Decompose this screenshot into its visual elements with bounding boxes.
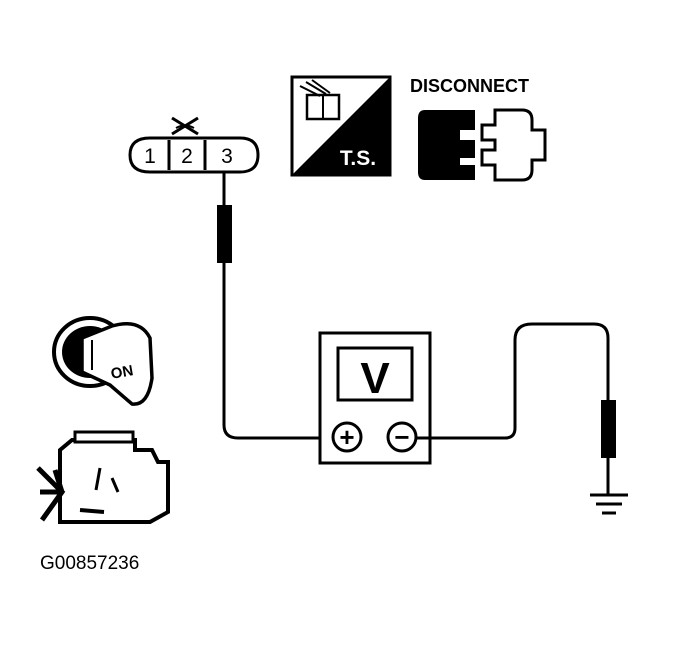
key-on-label: ON xyxy=(110,362,135,383)
ts-label: T.S. xyxy=(340,147,376,170)
engine-icon xyxy=(36,430,170,524)
disconnect-label: DISCONNECT xyxy=(410,76,529,96)
ground-symbol xyxy=(590,493,628,515)
positive-terminal xyxy=(331,421,363,453)
ground-probe-handle xyxy=(601,400,616,458)
connector-pin-3: 3 xyxy=(221,145,233,168)
ignition-key-icon: ON xyxy=(52,316,154,406)
voltmeter-display: V xyxy=(360,354,390,403)
negative-symbol: − xyxy=(394,422,409,452)
connector-pin-2: 2 xyxy=(181,145,193,168)
figure-id: G00857236 xyxy=(40,553,140,574)
disconnect-icon xyxy=(418,108,547,182)
connector-pin-1: 1 xyxy=(144,145,156,168)
harness-connector: 1 2 3 xyxy=(128,116,260,174)
probe-handle xyxy=(217,205,232,263)
positive-test-lead xyxy=(217,172,330,440)
positive-symbol: + xyxy=(339,422,354,452)
voltmeter: V + − xyxy=(318,331,432,465)
negative-test-lead xyxy=(416,322,616,494)
ts-tool-icon: T.S. xyxy=(290,75,392,177)
